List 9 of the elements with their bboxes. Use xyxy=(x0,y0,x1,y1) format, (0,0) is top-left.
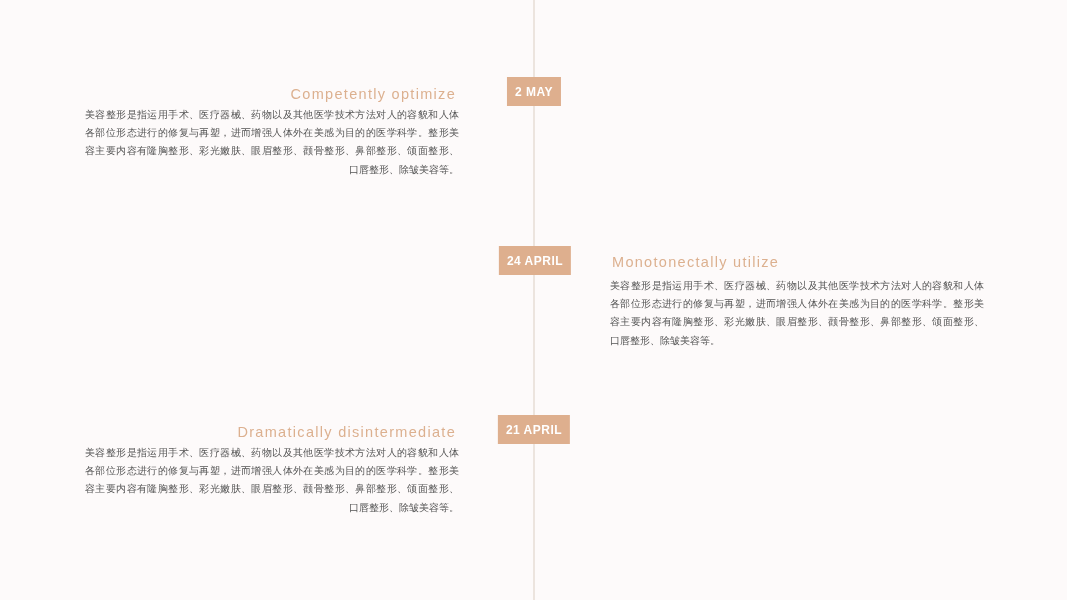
date-badge: 21 APRIL xyxy=(497,415,571,444)
timeline-heading: Competently optimize xyxy=(289,85,457,104)
description-text: 美容整形是指运用手术、医疗器械、药物以及其他医学技术方法对人的容貌和人体各部位形态进行的修复与再塑，进而增强人体外在美感为目的的医学科学。整形美容主要内容有隆胸整形、彩光嫩肤、眼眉整形、颧骨整形、鼻部整形、颌面整形、口唇整形、除皱美容等。 xyxy=(85,108,459,177)
date-badge: 2 MAY xyxy=(506,77,562,106)
description-text: 美容整形是指运用手术、医疗器械、药物以及其他医学技术方法对人的容貌和人体各部位形态进行的修复与再塑，进而增强人体外在美感为目的的医学科学。整形美容主要内容有隆胸整形、彩光嫩肤、眼眉整形、颧骨整形、鼻部整形、颌面整形、口唇整形、除皱美容等。 xyxy=(610,279,984,348)
description-text: 美容整形是指运用手术、医疗器械、药物以及其他医学技术方法对人的容貌和人体各部位形态进行的修复与再塑，进而增强人体外在美感为目的的医学科学。整形美容主要内容有隆胸整形、彩光嫩肤、眼眉整形、颧骨整形、鼻部整形、颌面整形、口唇整形、除皱美容等。 xyxy=(85,446,459,515)
timeline-heading: Monotonectally utilize xyxy=(611,253,781,272)
date-badge: 24 APRIL xyxy=(498,246,572,275)
timeline-heading: Dramatically disintermediate xyxy=(236,423,457,442)
